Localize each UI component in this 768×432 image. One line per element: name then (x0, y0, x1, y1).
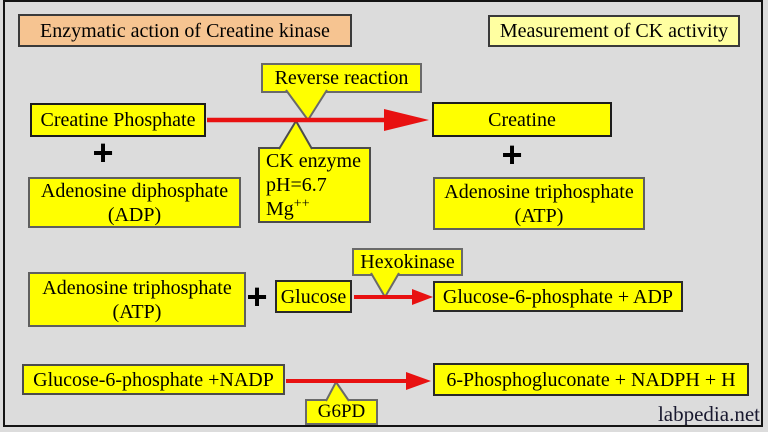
phosphogluconate-box: 6-Phosphogluconate + NADPH + H (433, 363, 749, 396)
atp-product-line2: (ATP) (514, 204, 564, 227)
ck-enzyme-pointer-icon (278, 119, 313, 150)
ck-enzyme-line2: pH=6.7 (266, 174, 327, 196)
creatine-phosphate-box: Creatine Phosphate (30, 103, 206, 137)
atp-product-box: Adenosine triphosphate (ATP) (433, 177, 645, 230)
glucose-6-phosphate-adp-label: Glucose-6-phosphate + ADP (442, 285, 674, 308)
glucose-box: Glucose (275, 280, 352, 313)
glucose-6-phosphate-nadp-box: Glucose-6-phosphate +NADP (22, 364, 285, 395)
plus-sign-row2: + (246, 276, 268, 317)
hexokinase-callout: Hexokinase (352, 248, 463, 276)
glucose-6-phosphate-nadp-label: Glucose-6-phosphate +NADP (33, 368, 274, 391)
glucose-6-phosphate-adp-box: Glucose-6-phosphate + ADP (433, 281, 683, 312)
mg-superscript: ++ (293, 196, 310, 212)
measurement-title: Measurement of CK activity (488, 15, 740, 47)
plus-sign-left: + (92, 132, 114, 173)
reverse-reaction-label: Reverse reaction (274, 67, 409, 89)
reaction1-arrow-icon (207, 109, 429, 131)
g6pd-callout: G6PD (305, 399, 378, 425)
creatine-box: Creatine (432, 102, 612, 137)
atp-product-line1: Adenosine triphosphate (444, 180, 634, 203)
measurement-title-text: Measurement of CK activity (499, 20, 729, 42)
atp-substrate-line2: (ATP) (112, 300, 162, 323)
creatine-label: Creatine (488, 108, 556, 131)
watermark-text: labpedia.net (657, 402, 760, 426)
adp-box: Adenosine diphosphate (ADP) (28, 177, 241, 228)
phosphogluconate-label: 6-Phosphogluconate + NADPH + H (446, 368, 736, 391)
hexokinase-label: Hexokinase (360, 251, 455, 273)
diagram-title: Enzymatic action of Creatine kinase (18, 14, 352, 47)
g6pd-label: G6PD (317, 401, 366, 422)
atp-substrate-line1: Adenosine triphosphate (42, 276, 232, 299)
plus-sign-right: + (501, 134, 523, 175)
glucose-label: Glucose (280, 285, 347, 308)
ck-enzyme-line1: CK enzyme (266, 150, 361, 172)
ck-enzyme-line3: Mg++ (266, 196, 310, 220)
reaction2-arrow-icon (354, 289, 433, 305)
adp-label-line1: Adenosine diphosphate (40, 179, 229, 202)
diagram-title-text: Enzymatic action of Creatine kinase (40, 19, 330, 42)
reverse-reaction-callout: Reverse reaction (261, 63, 422, 93)
ck-enzyme-callout: CK enzyme pH=6.7 Mg++ (258, 147, 371, 223)
creatine-phosphate-label: Creatine Phosphate (40, 109, 196, 131)
reverse-reaction-pointer-icon (285, 89, 328, 122)
watermark: labpedia.net (596, 402, 760, 428)
atp-substrate-box: Adenosine triphosphate (ATP) (28, 272, 246, 327)
hexokinase-pointer-icon (370, 272, 400, 299)
reaction3-arrow-icon (286, 372, 431, 390)
adp-label-line2: (ADP) (107, 203, 162, 226)
